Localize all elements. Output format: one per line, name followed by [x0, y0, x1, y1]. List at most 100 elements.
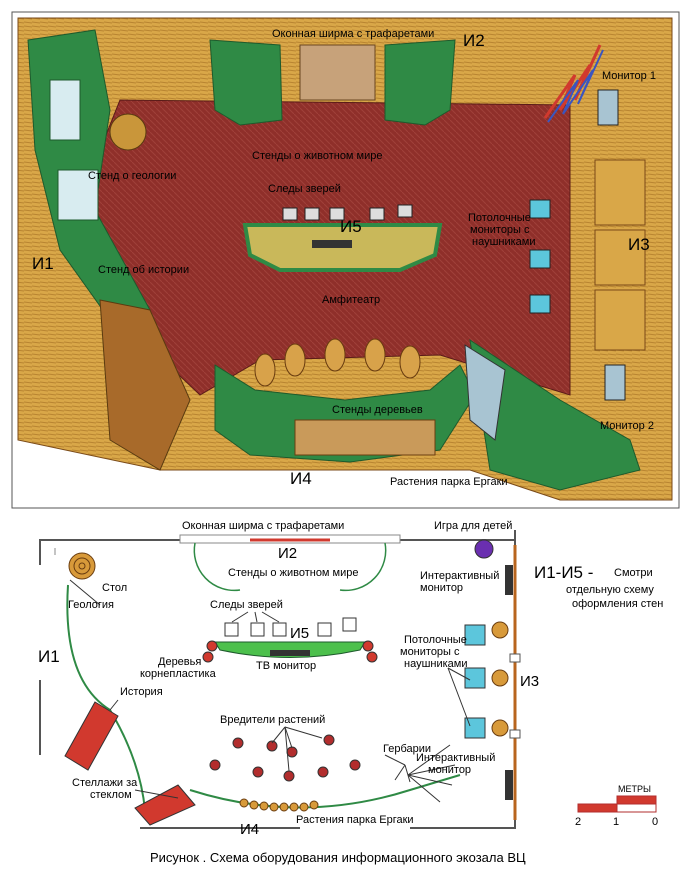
top-ergaki-label: Растения парка Ергаки [390, 476, 508, 488]
top-tree-stands-label: Стенды деревьев [332, 404, 423, 416]
plan-interactive2-l1: Интерактивный [416, 752, 496, 764]
wall-marker [509, 653, 521, 663]
plan-ceiling-l2: мониторы с [400, 646, 460, 658]
shelves [99, 299, 191, 471]
walls-plan-inner [54, 534, 401, 555]
plan-legend-title: И1-И5 - [534, 563, 594, 582]
shelves-stand [134, 784, 196, 826]
top-illustration [11, 11, 680, 509]
ergaki-plant-dots [239, 798, 319, 812]
plan-legend-l3: оформления стен [572, 598, 664, 610]
interactive-monitor2-icon [505, 770, 513, 800]
top-history-label: Стенд об истории [98, 264, 190, 276]
figure-caption: Рисунок . Схема оборудования информацион… [150, 850, 526, 865]
top-i3-label: И3 [628, 235, 650, 254]
scale-1: 1 [613, 816, 620, 828]
plan-geology-label: Геология [68, 599, 114, 611]
herbaria-top [464, 344, 506, 441]
animal-track-tiles [282, 204, 413, 221]
plan-i2-label: И2 [278, 545, 298, 562]
tv-monitor-icon [270, 650, 310, 656]
plan-pests-label: Вредители растений [220, 714, 326, 726]
plan-i3-label: И3 [520, 673, 540, 690]
top-animal-tracks-label: Следы зверей [268, 183, 341, 195]
plan-animal-tracks-label: Следы зверей [210, 599, 283, 611]
top-geology-label: Стенд о геологии [88, 170, 177, 182]
top-ceiling-l3: наушниками [472, 236, 536, 248]
plan-kids-game-label: Игра для детей [434, 520, 513, 532]
window-stand-left [209, 39, 283, 126]
window-stand-right [384, 39, 456, 126]
ceiling-monitor [529, 199, 551, 219]
ceiling-monitors-plan [464, 624, 486, 739]
plan-interactive-l1: Интерактивный [420, 570, 500, 582]
ceiling-monitor [529, 249, 551, 269]
top-i2-label: И2 [463, 31, 485, 50]
scale-bar [577, 795, 657, 813]
amphitheater-seats [254, 338, 421, 387]
geology-wall-curve [66, 584, 146, 811]
scale-2: 2 [575, 816, 582, 828]
plan-legend-l2: отдельную схему [566, 584, 654, 596]
right-panel [594, 229, 646, 286]
stand-panel [57, 169, 99, 221]
plan-tv-monitor-label: ТВ монитор [256, 660, 317, 672]
plan-window-screen-label: Оконная ширма с трафаретами [182, 520, 345, 532]
plan-ergaki-label: Растения парка Ергаки [296, 814, 414, 826]
plan-interactive2-l2: монитор [428, 764, 472, 776]
ceiling-monitor [529, 294, 551, 314]
tree-roots [202, 640, 378, 663]
plan-table-label: Стол [102, 582, 128, 594]
plan-ceiling-l1: Потолочные [404, 634, 467, 646]
top-i5-label: И5 [340, 217, 362, 236]
plan-interactive-l2: монитор [420, 582, 464, 594]
floor-plan [39, 530, 657, 829]
plan-i4-label: И4 [240, 821, 260, 838]
door-arc-left [193, 542, 241, 592]
top-i1-label: И1 [32, 254, 54, 273]
plan-i5-label: И5 [290, 625, 310, 642]
monitor2-icon [604, 364, 626, 401]
top-animal-stands-label: Стенды о животном мире [252, 150, 383, 162]
center-bar [214, 641, 366, 658]
animal-track-squares [224, 617, 357, 637]
plan-ceiling-l3: наушниками [404, 658, 468, 670]
window-stencils [299, 44, 376, 101]
plan-history-label: История [120, 686, 163, 698]
top-i4-label: И4 [290, 469, 312, 488]
ergaki-curve [189, 774, 461, 809]
headphone-rings [491, 621, 509, 737]
stand-panel [49, 79, 81, 141]
top-ceiling-l2: мониторы с [470, 224, 530, 236]
table-top [109, 113, 147, 151]
plan-shelves-l1: Стеллажи за [72, 777, 138, 789]
interactive-monitor-icon [505, 565, 513, 595]
top-window-screen-label: Оконная ширма с трафаретами [272, 28, 435, 40]
right-panel [594, 159, 646, 226]
history-stand [64, 701, 119, 771]
table-icon [68, 552, 96, 580]
tv-monitor-top [312, 240, 352, 248]
scale-0: 0 [652, 816, 659, 828]
plan-i1-label: И1 [38, 647, 60, 666]
pest-dots [209, 734, 361, 782]
kids-game-icon [474, 539, 494, 559]
wall-marker [509, 729, 521, 739]
ergaki-corner [469, 338, 641, 491]
plan-herbaria-label: Гербарии [383, 743, 432, 755]
top-ceiling-l1: Потолочные [468, 212, 531, 224]
plan-animal-stands-label: Стенды о животном мире [228, 567, 359, 579]
door-arc-right [339, 542, 387, 592]
monitor1-icon [597, 89, 619, 126]
top-amphitheater-label: Амфитеатр [322, 294, 381, 306]
plan-legend-l1: Смотри [614, 567, 653, 579]
plan-shelves-l2: стеклом [90, 789, 132, 801]
top-monitor2-label: Монитор 2 [600, 420, 654, 432]
right-panel [594, 289, 646, 351]
plan-trees-l1: Деревья [158, 656, 202, 668]
top-monitor1-label: Монитор 1 [602, 70, 656, 82]
scale-title: МЕТРЫ [618, 784, 651, 794]
plan-trees-l2: корнепластика [140, 668, 216, 680]
tree-samples [294, 419, 436, 456]
